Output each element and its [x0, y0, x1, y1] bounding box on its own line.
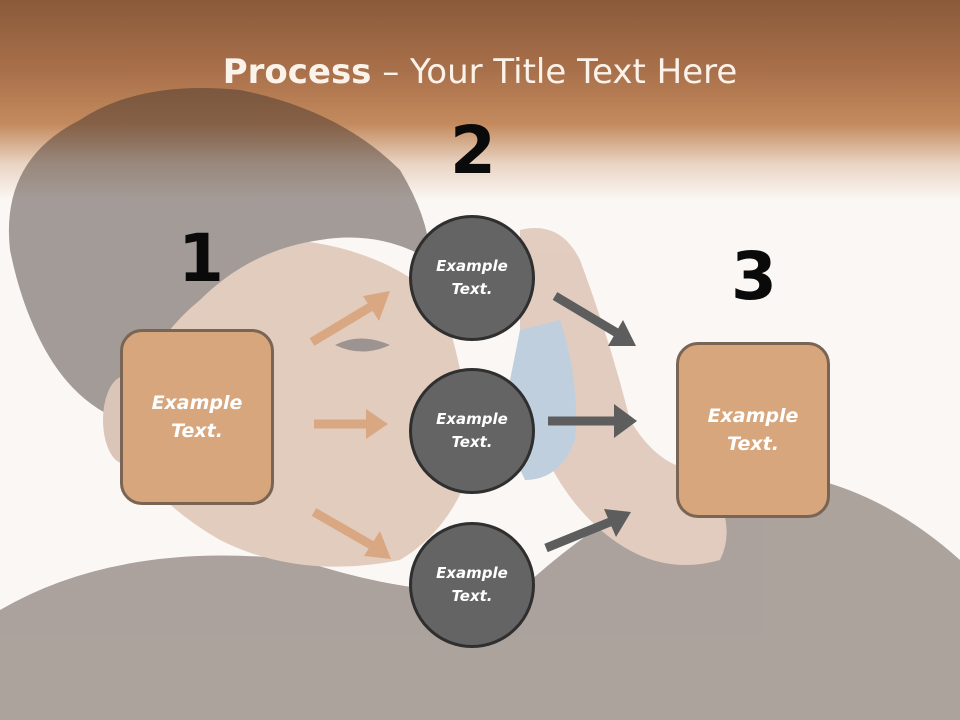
- circle-middle-line2: Text.: [451, 433, 493, 451]
- arrow-from-circle-bottom: [544, 509, 631, 553]
- arrow-from-circle-top: [552, 292, 636, 346]
- circle-bottom: Example Text.: [409, 522, 535, 648]
- step-number-2: 2: [450, 112, 496, 189]
- left-box: Example Text.: [120, 329, 274, 505]
- arrow-from-circle-middle: [548, 404, 637, 438]
- arrow-to-circle-top: [309, 291, 390, 346]
- circle-middle-line1: Example: [436, 409, 508, 428]
- circle-top-line2: Text.: [451, 280, 493, 298]
- left-box-line2: Text.: [171, 420, 223, 442]
- slide-title: Process – Your Title Text Here: [0, 52, 960, 92]
- circle-bottom-line1: Example: [436, 563, 508, 582]
- right-box-line2: Text.: [727, 433, 779, 455]
- left-box-line1: Example: [151, 391, 243, 414]
- arrow-to-circle-middle: [314, 409, 388, 439]
- circle-middle: Example Text.: [409, 368, 535, 494]
- header-band: [0, 0, 960, 200]
- right-box-line1: Example: [707, 404, 799, 427]
- right-box: Example Text.: [676, 342, 830, 518]
- arrow-to-circle-bottom: [311, 508, 391, 559]
- step-number-1: 1: [178, 220, 224, 297]
- title-bold: Process: [222, 52, 372, 92]
- step-number-3: 3: [731, 238, 777, 315]
- circle-top: Example Text.: [409, 215, 535, 341]
- circle-top-line1: Example: [436, 256, 508, 275]
- circle-bottom-line2: Text.: [451, 587, 493, 605]
- title-rest: – Your Title Text Here: [371, 52, 738, 92]
